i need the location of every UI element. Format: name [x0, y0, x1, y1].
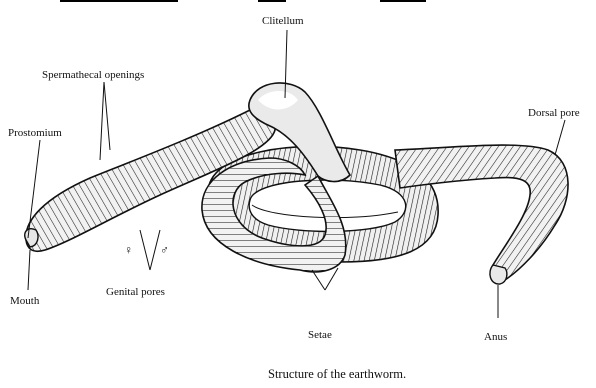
leader-spermathecal-1	[100, 82, 104, 160]
label-spermathecal-openings: Spermathecal openings	[42, 70, 144, 81]
leader-dorsal-pore	[555, 120, 565, 155]
label-genital-pores: Genital pores	[106, 287, 165, 298]
leader-genital-2	[150, 230, 160, 270]
label-clitellum: Clitellum	[262, 16, 304, 27]
leader-setae-1	[312, 270, 325, 290]
leader-genital-1	[140, 230, 150, 270]
worm-tail-tip	[490, 265, 507, 284]
label-anus: Anus	[484, 332, 507, 343]
male-symbol: ♂	[160, 244, 169, 256]
leader-spermathecal-2	[104, 82, 110, 150]
label-prostomium: Prostomium	[8, 128, 62, 139]
leader-setae-2	[325, 268, 338, 290]
label-setae: Setae	[308, 330, 332, 341]
figure-caption: Structure of the earthworm.	[268, 368, 406, 381]
leader-mouth	[28, 250, 30, 290]
label-mouth: Mouth	[10, 296, 39, 307]
label-dorsal-pore: Dorsal pore	[528, 108, 580, 119]
female-symbol: ♀	[124, 244, 133, 256]
